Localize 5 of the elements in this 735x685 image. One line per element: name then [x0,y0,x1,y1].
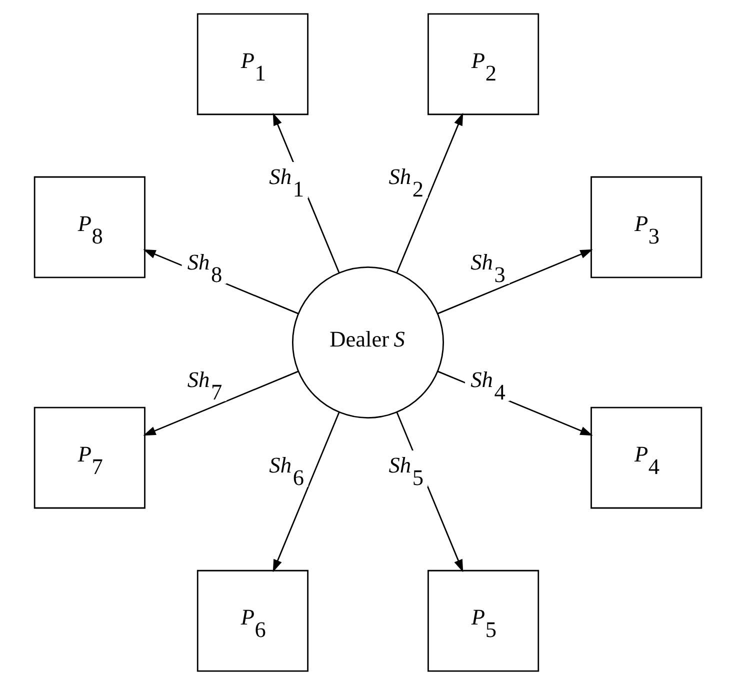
node-circle: Dealer S [291,266,444,419]
arrow [437,249,592,314]
arrow [272,412,340,572]
arrow [142,370,298,436]
arrow [396,112,463,273]
